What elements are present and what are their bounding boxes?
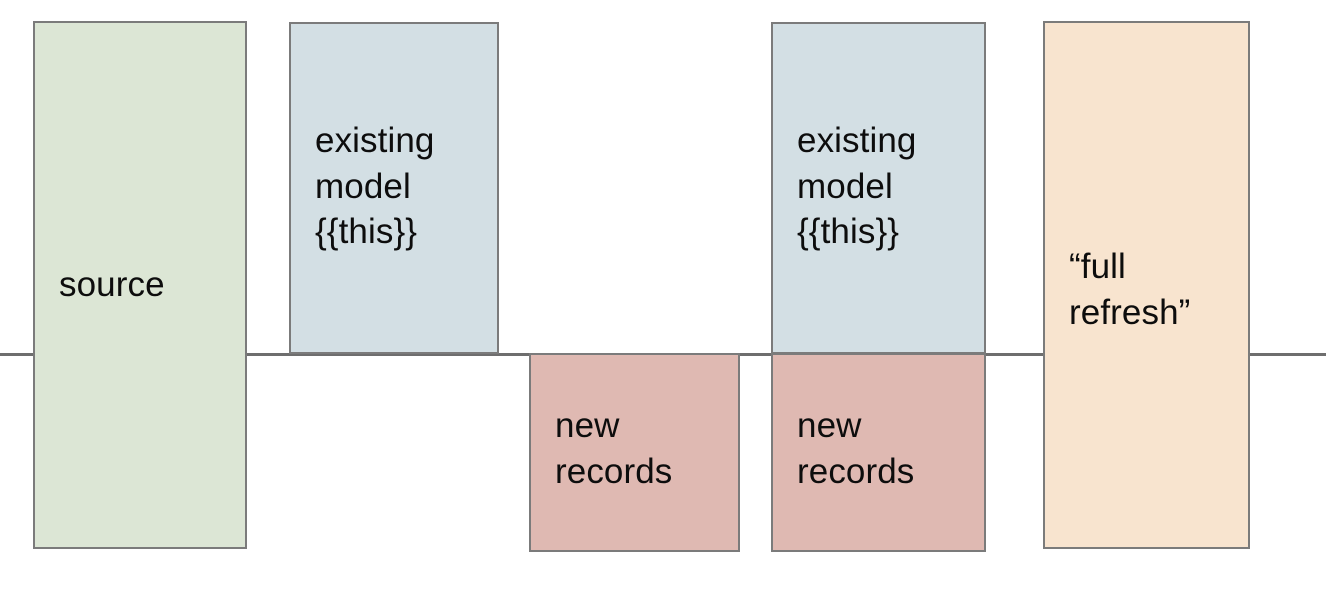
block-new-records-1-label: new records — [555, 406, 673, 491]
block-new-records-2[interactable]: new records — [771, 353, 986, 552]
block-full-refresh-label: “full refresh” — [1069, 247, 1191, 332]
block-new-records-2-label: new records — [797, 406, 915, 491]
block-existing-model-1-label: existing model {{this}} — [315, 121, 435, 251]
block-source[interactable]: source — [33, 21, 247, 549]
block-source-label: source — [59, 265, 165, 305]
block-full-refresh[interactable]: “full refresh” — [1043, 21, 1250, 549]
block-new-records-1[interactable]: new records — [529, 353, 740, 552]
block-existing-model-2-label: existing model {{this}} — [797, 121, 917, 251]
block-existing-model-2[interactable]: existing model {{this}} — [771, 22, 986, 354]
block-existing-model-1[interactable]: existing model {{this}} — [289, 22, 499, 354]
